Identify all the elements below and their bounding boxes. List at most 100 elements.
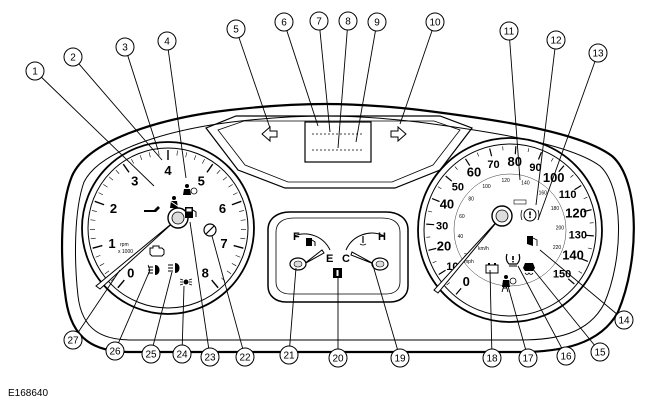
tachometer-tick xyxy=(239,210,245,212)
left-turn-signal-arrow xyxy=(261,125,278,143)
callout-circle xyxy=(172,344,192,364)
speedometer-number: 30 xyxy=(436,220,448,232)
callout-circle xyxy=(367,12,387,32)
callout-circle xyxy=(115,37,135,57)
callout-leader-line xyxy=(535,48,556,206)
speedometer-tick xyxy=(558,165,565,173)
tachometer-tick xyxy=(103,184,108,188)
tachometer-hub-inner xyxy=(171,211,185,225)
tachometer-tick xyxy=(206,163,214,173)
speedometer-number: 40 xyxy=(440,197,454,212)
speedometer-tick xyxy=(580,257,589,263)
speedometer-number: 90 xyxy=(529,162,541,174)
cluster-housing-inner xyxy=(75,115,620,341)
tachometer-tick xyxy=(95,255,101,258)
speedometer-number: 120 xyxy=(565,206,587,221)
callout-label: 8 xyxy=(345,17,351,28)
cluster-housing-outer xyxy=(60,102,635,354)
callout-circle xyxy=(279,345,299,365)
speedometer-tick xyxy=(432,260,437,264)
callout-circle xyxy=(556,346,576,366)
fuel-gauge-hub-inner xyxy=(293,260,303,268)
speedometer-number: 60 xyxy=(467,164,481,179)
speedometer-tick xyxy=(574,184,582,191)
speedometer-number: 140 xyxy=(562,247,584,262)
tachometer-unit: rpm xyxy=(120,242,129,248)
tachometer-tick xyxy=(91,210,97,212)
tachometer-tick xyxy=(185,152,188,158)
speedometer-number: 0 xyxy=(463,274,470,289)
speedometer-inner-number: 80 xyxy=(468,197,474,203)
callout-label: 27 xyxy=(67,336,79,347)
speedometer-inner-number: 60 xyxy=(459,214,465,220)
callout-leader-line xyxy=(152,271,173,346)
tachometer-tick xyxy=(98,192,104,196)
tachometer-tick xyxy=(108,176,114,181)
tachometer-tick xyxy=(90,219,96,221)
callout-circle xyxy=(309,11,329,31)
temp-gauge-hub-inner xyxy=(375,260,385,268)
speedometer-hub-inner xyxy=(495,209,509,223)
callout-label: 16 xyxy=(560,352,572,363)
callout-label: 21 xyxy=(283,351,295,362)
tachometer-tick xyxy=(90,237,96,240)
gear-shift-indicator-icon xyxy=(203,223,217,237)
speedometer-tick xyxy=(455,287,462,295)
tachometer-number: 8 xyxy=(202,265,209,280)
speedometer-tick xyxy=(428,210,433,213)
tachometer-needle xyxy=(95,219,177,290)
tire-pressure-icon xyxy=(505,253,521,267)
seatbelt-icon xyxy=(169,196,180,208)
callout-leader-line xyxy=(78,63,163,161)
callout-label: 20 xyxy=(332,354,344,365)
speedometer-tick xyxy=(583,209,592,213)
callout-circle xyxy=(482,348,502,368)
coolant-temp-icon xyxy=(359,236,367,246)
speedometer-inner-number: 140 xyxy=(521,180,530,186)
tachometer-number: 6 xyxy=(219,201,226,216)
speedometer-tick xyxy=(527,148,530,153)
speedometer-tick xyxy=(464,158,471,166)
callout-circle xyxy=(141,344,161,364)
callout-circle xyxy=(338,11,358,31)
battery-charge-icon xyxy=(485,263,499,274)
callout-leader-line xyxy=(355,30,376,143)
speedometer-number: 150 xyxy=(553,269,571,281)
low-fuel-icon xyxy=(185,207,197,218)
tachometer-multiplier: x 1000 xyxy=(118,249,133,255)
callout-circle xyxy=(25,61,45,81)
tachometer-tick xyxy=(148,152,151,158)
speedometer-inner-number: 180 xyxy=(551,206,560,212)
speedometer-tick xyxy=(426,223,435,226)
speedometer-tick xyxy=(476,152,480,157)
tachometer-number: 4 xyxy=(164,163,172,178)
callout-label: 14 xyxy=(618,316,630,327)
speedometer-inner-scale-ring xyxy=(453,173,567,287)
speedometer-tick xyxy=(585,234,594,237)
speedometer-number: 80 xyxy=(508,154,522,169)
speedometer-needle xyxy=(433,217,501,294)
callout-circle xyxy=(226,19,246,39)
callout-leader-line xyxy=(286,30,319,127)
tachometer-bezel xyxy=(81,141,255,315)
callout-circle xyxy=(105,341,125,361)
callout-circle xyxy=(546,30,566,50)
engine-malfunction-icon xyxy=(149,245,165,257)
callout-leader-line xyxy=(189,221,210,349)
callout-circle xyxy=(614,310,634,330)
speedometer-number: 20 xyxy=(437,238,451,253)
tachometer-tick xyxy=(122,163,130,173)
right-turn-signal-arrow xyxy=(390,125,407,143)
callout-label: 3 xyxy=(122,43,128,54)
tachometer-number: 7 xyxy=(220,236,227,251)
tachometer-tick xyxy=(226,270,232,275)
speedometer-tick xyxy=(587,247,592,250)
callout-label: 12 xyxy=(550,36,562,47)
speedometer-inner-number: 120 xyxy=(501,178,510,184)
passenger-airbag-icon xyxy=(183,184,198,195)
tachometer-tick xyxy=(176,150,178,156)
callout-leader-line xyxy=(399,30,433,125)
brake-warning-icon xyxy=(520,208,540,222)
callout-circle xyxy=(390,348,410,368)
